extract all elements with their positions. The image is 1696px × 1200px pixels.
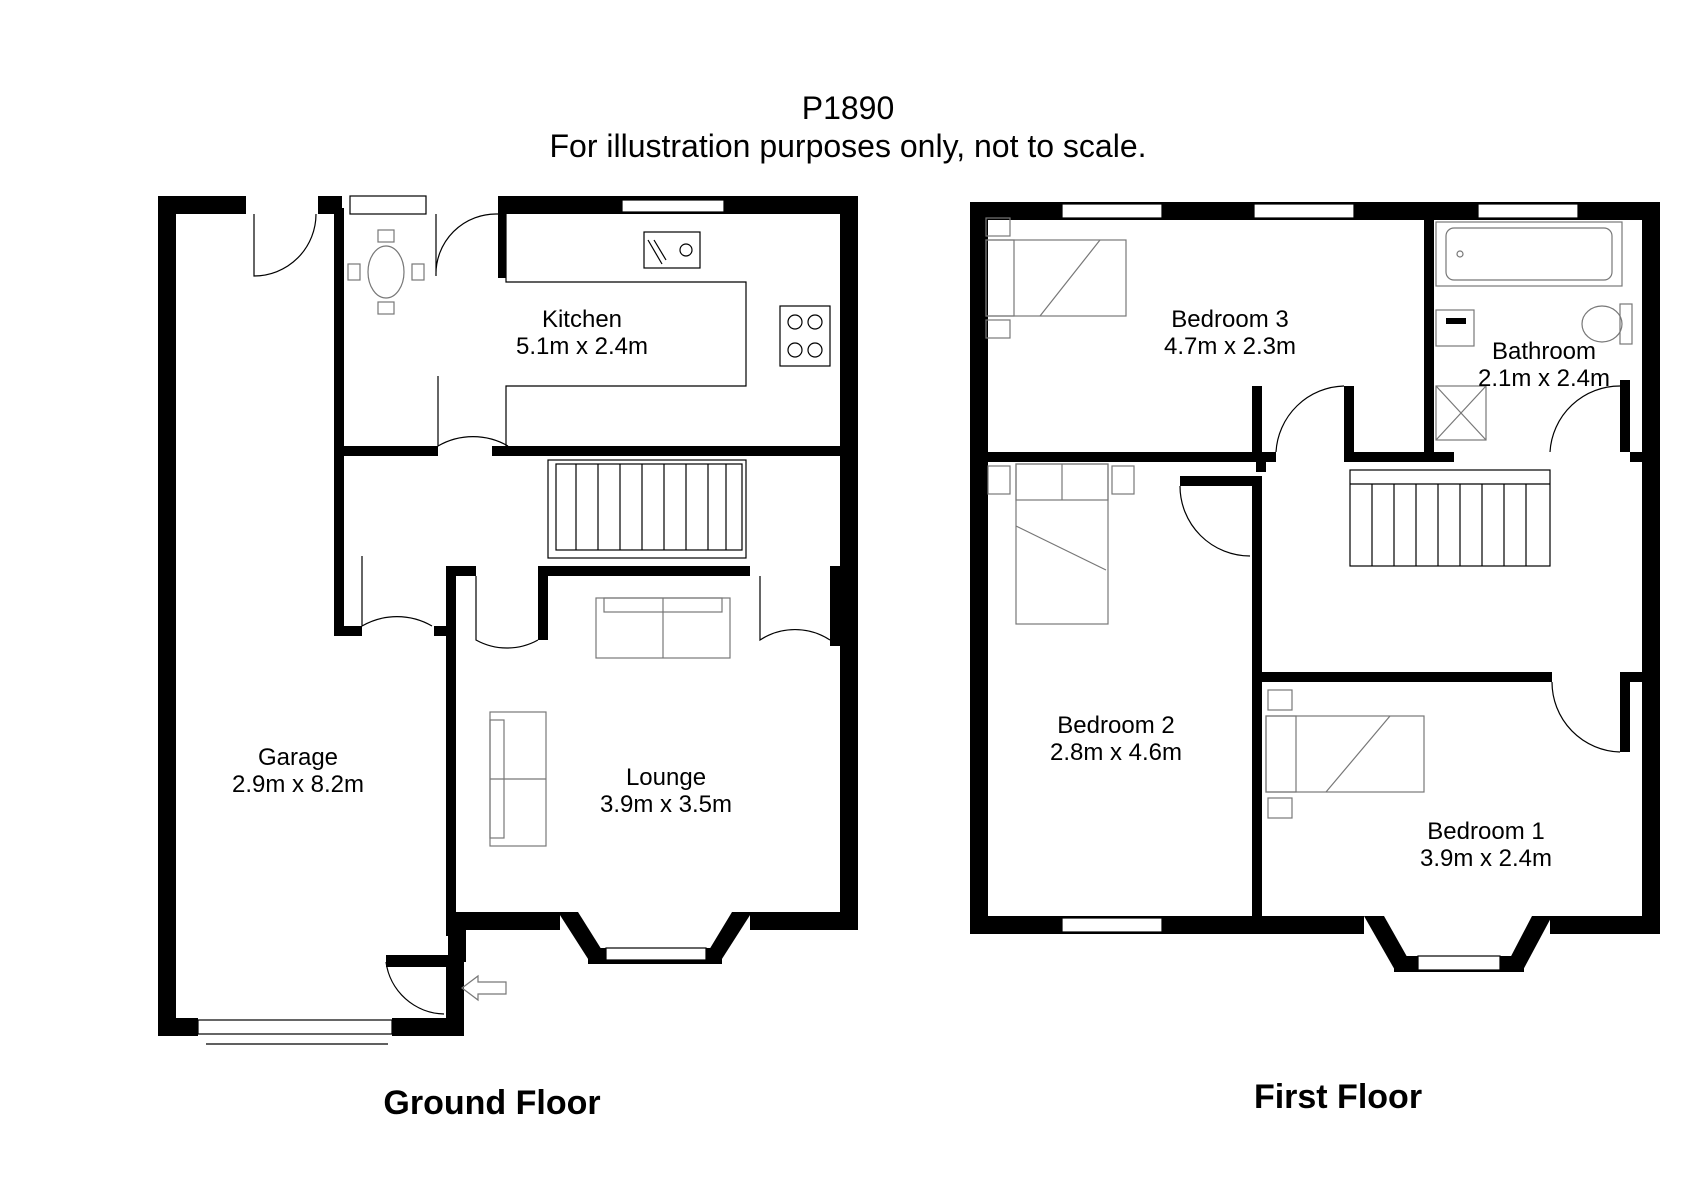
room-size: 3.9m x 3.5m — [599, 791, 733, 818]
room-bedroom-3: Bedroom 3 4.7m x 2.3m — [1120, 306, 1340, 360]
sofa-icon — [489, 597, 731, 847]
bed-icon — [985, 217, 1425, 819]
stairs-icon — [1349, 469, 1551, 567]
room-name: Bathroom — [1491, 338, 1597, 365]
plan-disclaimer: For illustration purposes only, not to s… — [549, 128, 1147, 164]
bath-icon — [1435, 221, 1623, 287]
room-lounge: Lounge 3.9m x 3.5m — [556, 764, 776, 818]
first-doors — [1179, 385, 1621, 753]
ground-windows — [197, 195, 725, 1045]
room-size: 2.1m x 2.4m — [1477, 365, 1611, 392]
room-name: Bedroom 1 — [1427, 818, 1545, 845]
room-size: 3.9m x 2.4m — [1419, 845, 1553, 872]
room-size: 5.1m x 2.4m — [515, 333, 649, 360]
room-bedroom-2: Bedroom 2 2.8m x 4.6m — [1006, 712, 1226, 766]
stairs-icon — [547, 459, 747, 559]
hob-icon — [779, 305, 831, 367]
ground-doors — [253, 213, 831, 1015]
room-name: Bedroom 3 — [1171, 306, 1289, 333]
sink-icon — [643, 231, 701, 269]
shower-icon — [1435, 385, 1487, 441]
room-bathroom: Bathroom 2.1m x 2.4m — [1434, 338, 1654, 392]
entrance-arrow-icon — [461, 974, 507, 1002]
room-kitchen: Kitchen 5.1m x 2.4m — [472, 306, 692, 360]
kitchen-units — [347, 214, 831, 446]
first-floor-plan — [970, 202, 1660, 972]
room-size: 4.7m x 2.3m — [1163, 333, 1297, 360]
toilet-icon — [1581, 303, 1633, 345]
ground-floor-label: Ground Floor — [383, 1084, 601, 1122]
ground-floor-plan — [158, 195, 858, 1045]
first-floor-label: First Floor — [1253, 1078, 1423, 1116]
dining-table-icon — [347, 229, 425, 315]
first-windows — [1061, 203, 1579, 971]
room-size: 2.8m x 4.6m — [1049, 739, 1183, 766]
room-name: Lounge — [625, 764, 707, 791]
room-garage: Garage 2.9m x 8.2m — [188, 744, 408, 798]
room-name: Garage — [257, 744, 339, 771]
room-name: Bedroom 2 — [1057, 712, 1175, 739]
room-size: 2.9m x 8.2m — [231, 771, 365, 798]
room-bedroom-1: Bedroom 1 3.9m x 2.4m — [1376, 818, 1596, 872]
basin-icon — [1435, 309, 1475, 347]
room-name: Kitchen — [541, 306, 623, 333]
plan-reference: P1890 — [801, 90, 895, 126]
